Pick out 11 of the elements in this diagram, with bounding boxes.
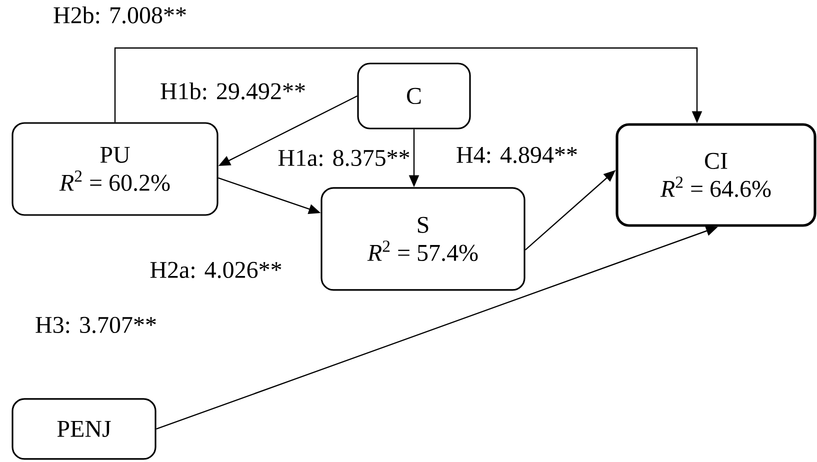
edge-label: H2a: 4.026** [150,262,282,278]
edge-label: H4: 4.894** [456,146,577,164]
construct-box: PU R$^{2}$ = 60.2% [12,122,218,216]
edge-label: H1b: 29.492** [160,82,305,100]
edge-label: H2b: 7.008** [54,6,186,24]
edge-label: H1a: 8.375** [278,150,410,166]
construct-box: C [357,62,471,130]
construct-box: CI R$^{2}$ = 64.6% [616,123,816,227]
construct-box: S R$^{2}$ = 57.4% [320,187,526,291]
edge-label: H3: 3.707** [36,316,156,334]
construct-box: PENJ [12,398,156,460]
